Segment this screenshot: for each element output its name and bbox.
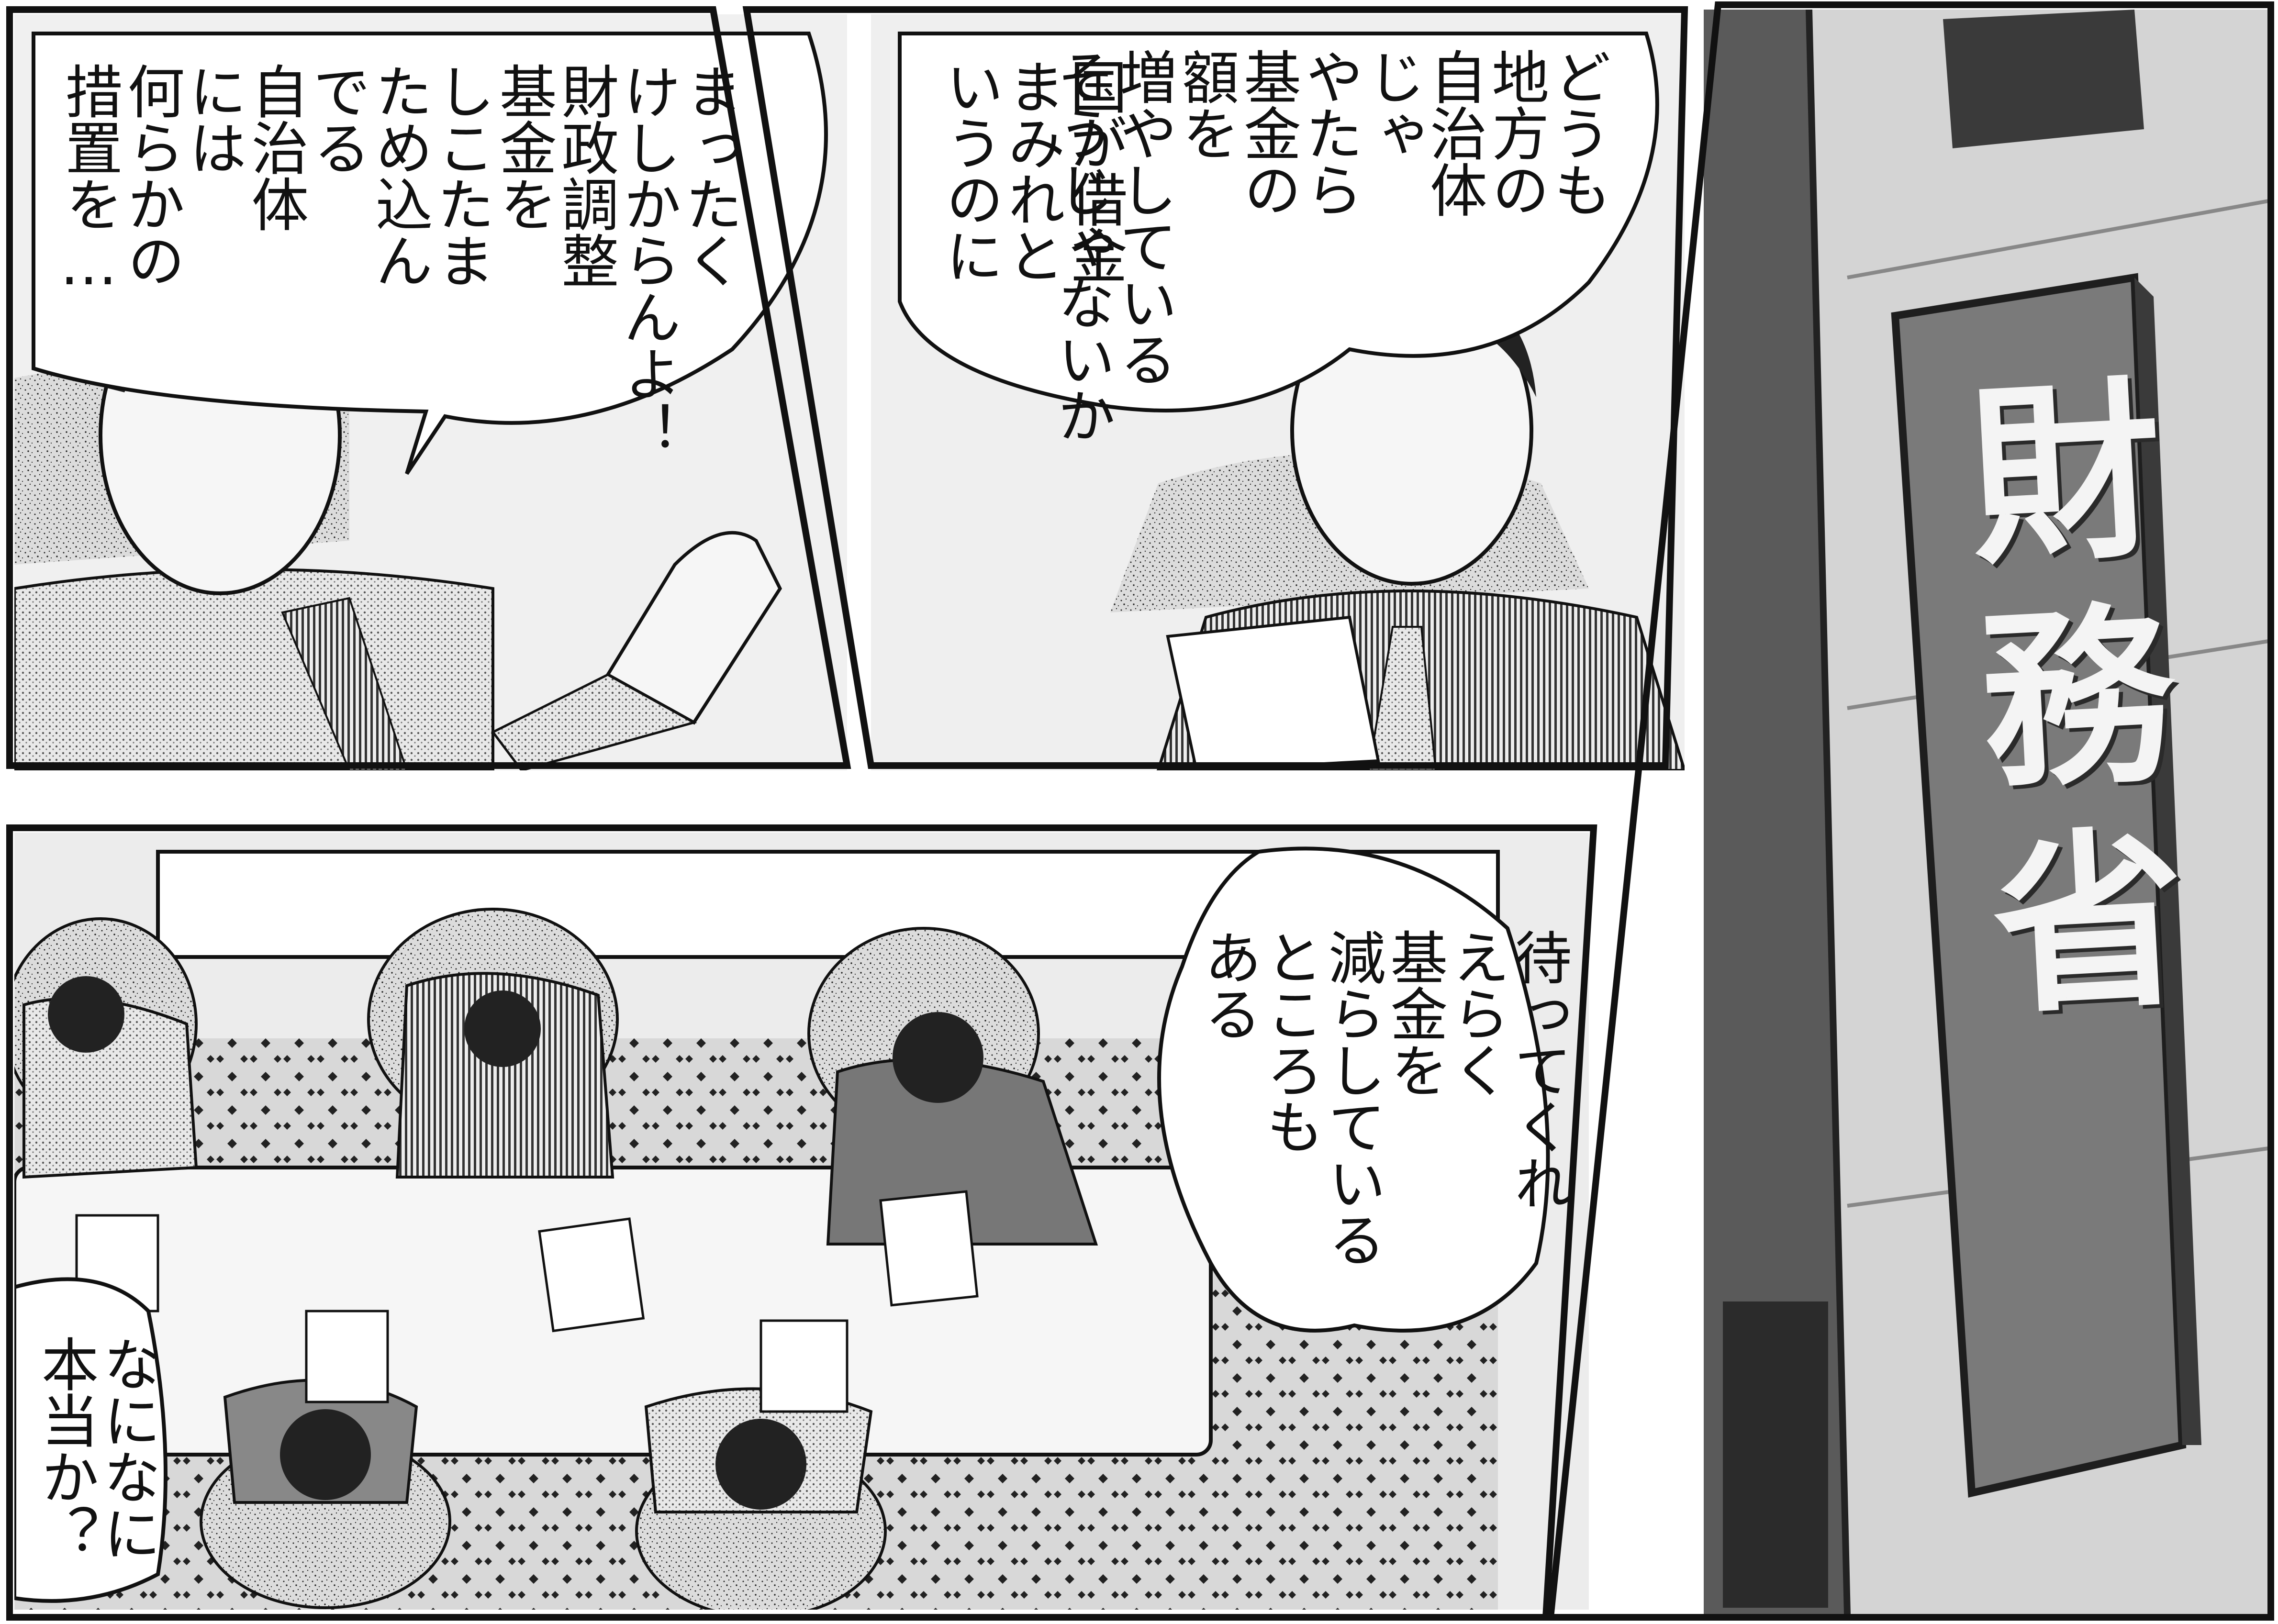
paper [759, 1319, 849, 1413]
panel-right: 財務省 [1704, 10, 2268, 1614]
panel-bottom: 待ってくれ えらく 基金を 減らしている ところも ある なになに 本当か？ [14, 833, 1589, 1610]
speech-text-doumo: どうも 地方の 自治体 じゃ やたら 基金の 額を 増やしている そうじゃないか [1048, 48, 1610, 443]
lamp [1943, 10, 2144, 148]
speech-text-kessikaran: まったく けしからんよ！ 財政調整 基金を しこたま ため込ん でる 自治体 に… [55, 62, 742, 457]
documents [1166, 615, 1380, 770]
paper [879, 1190, 979, 1307]
panel-top-middle: どうも 地方の 自治体 じゃ やたら 基金の 額を 増やしている そうじゃないか… [871, 14, 1685, 770]
speech-text-mattekure: 待ってくれ えらく 基金を 減らしている ところも ある [1194, 928, 1571, 1267]
paper [538, 1217, 645, 1333]
speech-text-kunigashakkin: 国が借金 まみれと いうのに [936, 57, 1127, 283]
speech-text-naninani: なになに 本当か？ [31, 1335, 160, 1561]
paper [305, 1310, 389, 1403]
panel-top-left: まったく けしからんよ！ 財政調整 基金を しこたま ため込ん でる 自治体 に… [14, 14, 847, 770]
door [1723, 1301, 1828, 1608]
sign-text-zaimusho: 財務省 [1932, 367, 2192, 1054]
jacket [14, 568, 494, 770]
